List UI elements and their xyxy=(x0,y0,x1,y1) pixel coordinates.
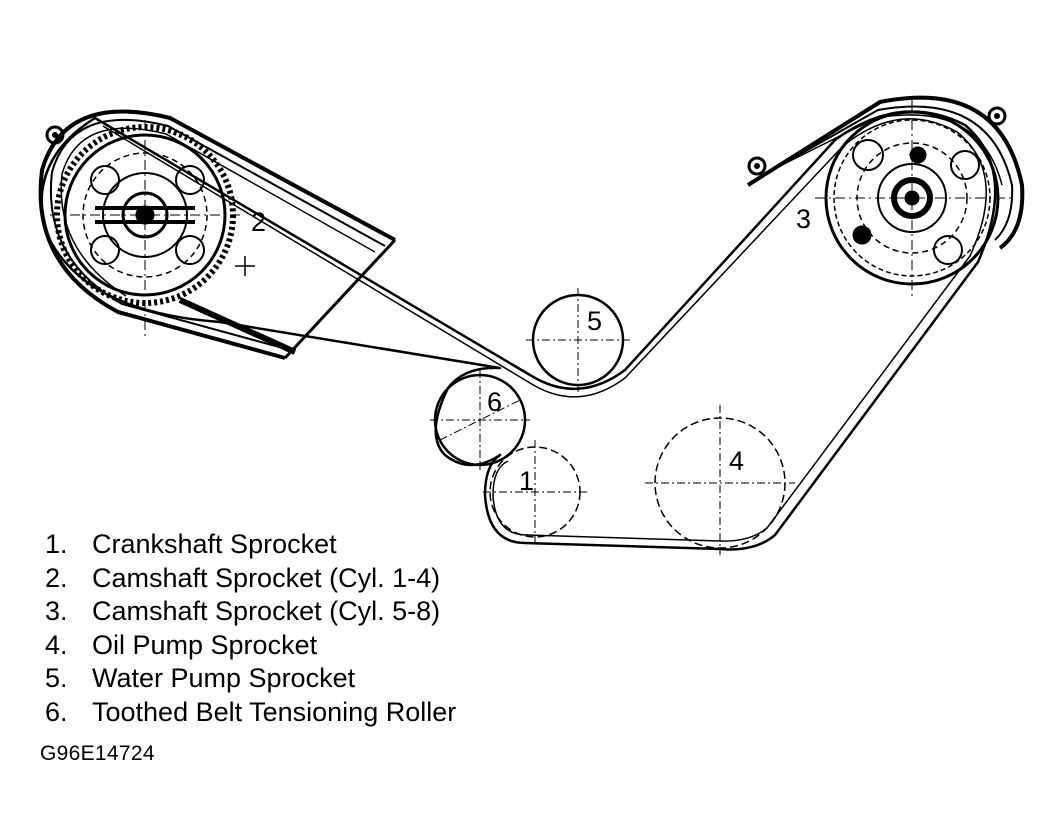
legend-number: 5. xyxy=(45,663,68,694)
legend-number: 1. xyxy=(45,529,68,559)
legend: 1. Crankshaft Sprocket 2. Camshaft Sprocke… xyxy=(45,528,456,730)
camshaft-sprocket-cylinders-5-8 xyxy=(815,100,1015,300)
sprocket-label-4: 4 xyxy=(729,446,744,476)
oil-pump-sprocket xyxy=(645,405,795,555)
water-pump-sprocket xyxy=(526,288,630,392)
camshaft-sprocket-cylinders-1-4 xyxy=(50,120,240,340)
sprocket-label-3: 3 xyxy=(796,204,811,234)
legend-number: 3. xyxy=(45,596,68,627)
legend-number: 6. xyxy=(45,696,68,727)
sprocket-label-1: 1 xyxy=(519,466,534,496)
center-mark xyxy=(235,256,255,276)
legend-text: Oil Pump Sprocket xyxy=(92,629,318,660)
legend-text: Water Pump Sprocket xyxy=(92,663,356,694)
sprocket-label-2: 2 xyxy=(251,207,266,237)
legend-text: Toothed Belt Tensioning Roller xyxy=(92,696,457,727)
legend-item: 2. Camshaft Sprocket (Cyl. 1-4) xyxy=(45,562,456,596)
legend-item: 4. Oil Pump Sprocket xyxy=(45,629,456,663)
legend-number: 2. xyxy=(45,562,68,593)
legend-text: Camshaft Sprocket (Cyl. 1-4) xyxy=(92,562,441,593)
legend-text: Crankshaft Sprocket xyxy=(92,529,337,559)
legend-text: Camshaft Sprocket (Cyl. 5-8) xyxy=(92,596,441,627)
timing-belt xyxy=(40,110,997,551)
sprocket-label-5: 5 xyxy=(587,306,602,336)
sprocket-label-6: 6 xyxy=(487,387,502,417)
legend-item: 6. Toothed Belt Tensioning Roller xyxy=(45,696,456,730)
legend-item: 3. Camshaft Sprocket (Cyl. 5-8) xyxy=(45,595,456,629)
legend-item: 5. Water Pump Sprocket xyxy=(45,662,456,696)
legend-item: 1. Crankshaft Sprocket xyxy=(45,528,456,562)
crankshaft-sprocket xyxy=(483,440,588,545)
legend-number: 4. xyxy=(45,629,68,660)
figure-code: G96E14724 xyxy=(40,742,155,765)
